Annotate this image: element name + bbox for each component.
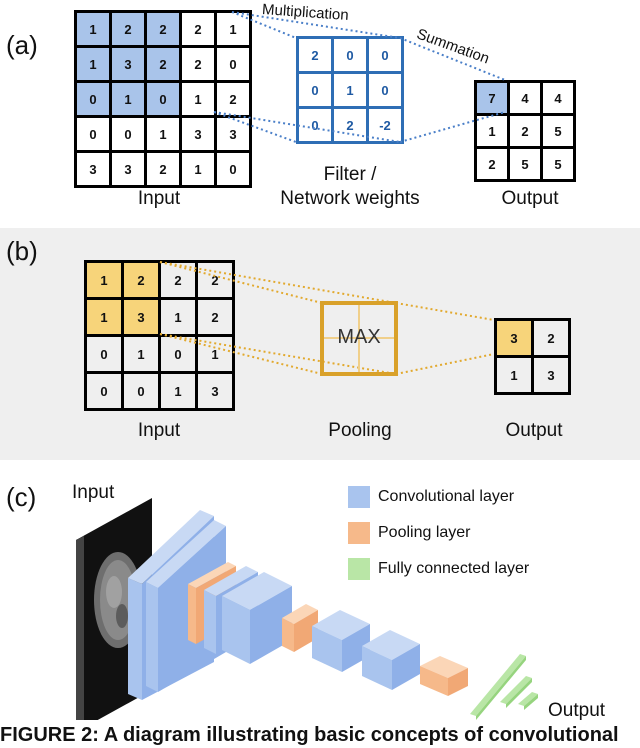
panel-a-input-caption: Input [137,188,181,209]
a-filter-cell: -2 [366,106,404,144]
legend-swatch-fully-connected [348,558,370,580]
max-operation-label: MAX [337,326,381,348]
fully-connected-layers [470,654,538,720]
conv-layer-2 [204,566,292,664]
legend-swatch-pooling [348,522,370,544]
panel-a-filter-caption-1: Filter / [323,164,377,185]
panel-b-pooling-caption: Pooling [328,420,392,441]
legend-label-pooling: Pooling layer [378,524,471,541]
panel-c-output-label: Output [548,700,606,721]
panel-b-output-caption: Output [505,420,563,441]
pool-layer-3 [420,656,468,696]
legend-label-convolutional: Convolutional layer [378,488,515,505]
cnn-architecture [76,498,538,720]
a-input-cell: 0 [214,150,252,188]
b-output-cell: 3 [494,318,534,358]
panel-a-letter: (a) [6,30,38,60]
b-input-cell: 3 [195,371,235,411]
panel-a-output-caption: Output [501,188,559,209]
panel-a-connector-lines [213,11,506,143]
b-output-cell: 3 [531,355,571,395]
panel-a-filter-caption-2: Network weights [280,188,420,209]
panel-b-letter: (b) [6,236,38,266]
legend-label-fully-connected: Fully connected layer [378,560,530,577]
panel-c-input-label: Input [72,482,115,503]
panel-b-input-caption: Input [137,420,181,441]
panel-c-letter: (c) [6,482,37,512]
panel-b-connector-lines [159,261,495,376]
legend-swatch-convolutional [348,486,370,508]
conv-layer-3 [312,610,420,690]
a-output-cell: 5 [540,146,576,182]
conv-layer-1 [128,510,226,700]
figure-caption: FIGURE 2: A diagram illustrating basic c… [0,724,619,746]
